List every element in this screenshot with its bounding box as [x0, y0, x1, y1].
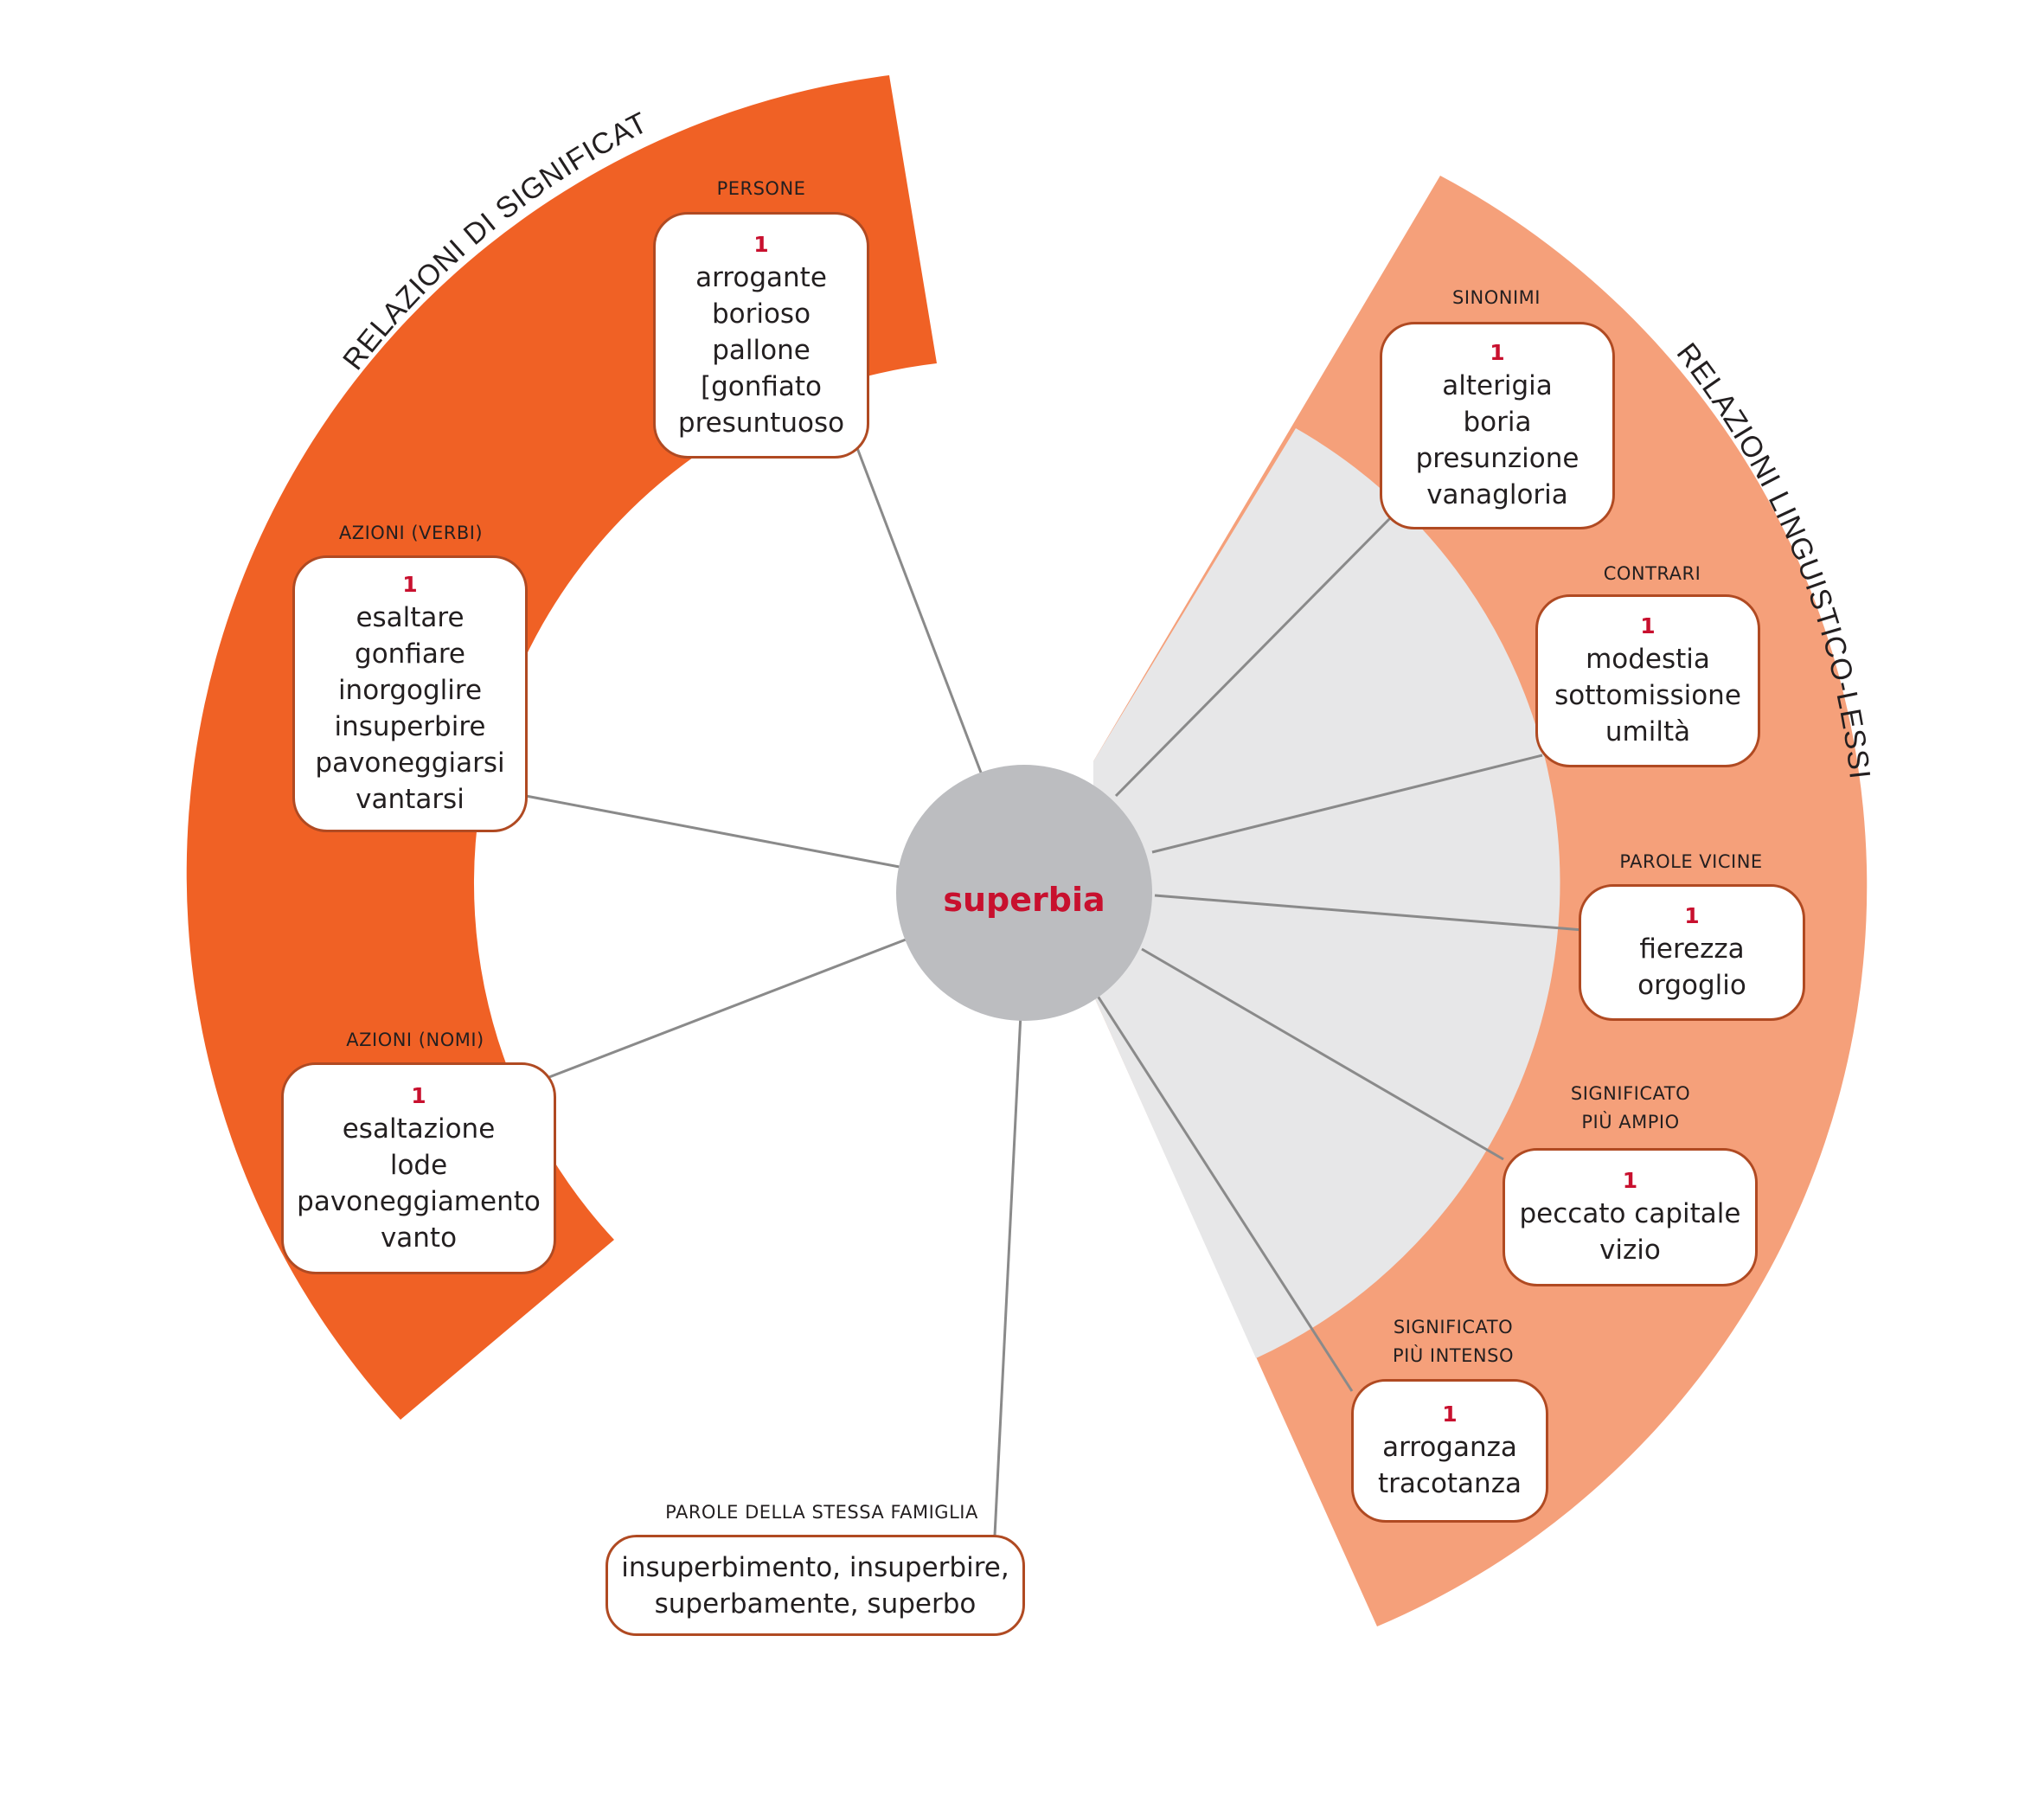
center-hub — [896, 765, 1152, 1021]
category-parole-vicine: PAROLE VICINE — [1619, 851, 1763, 872]
box-azioni-nomi-words: esaltazione lode pavoneggiamento vanto — [297, 1113, 541, 1254]
connector-persone — [853, 440, 983, 773]
box-azioni-verbi-number: 1 — [402, 572, 418, 597]
box-azioni-nomi: 1 esaltazione lode pavoneggiamento vanto — [281, 1062, 556, 1274]
connector-famiglia — [993, 1013, 1022, 1536]
box-sinonimi-number: 1 — [1490, 340, 1505, 365]
connector-nomi — [548, 935, 913, 1079]
center-word: superbia — [943, 881, 1105, 919]
box-significato-intenso: 1 arroganza tracotanza — [1351, 1379, 1548, 1523]
connector-contrari — [1151, 754, 1543, 854]
category-azioni-verbi: AZIONI (VERBI) — [338, 523, 484, 543]
box-persone-number: 1 — [753, 231, 769, 257]
category-persone: PERSONE — [716, 178, 806, 199]
box-sinonimi: 1 alterigia boria presunzione vanagloria — [1380, 322, 1615, 529]
connector-verbi — [525, 794, 905, 869]
box-azioni-verbi: 1 esaltare gonfiare inorgoglire insuperb… — [292, 555, 528, 832]
box-significato-intenso-words: arroganza tracotanza — [1378, 1432, 1522, 1499]
box-parole-vicine-number: 1 — [1684, 903, 1700, 928]
box-significato-ampio-words: peccato capitale vizio — [1519, 1198, 1741, 1266]
box-azioni-verbi-words: esaltare gonfiare inorgoglire insuperbir… — [315, 602, 505, 815]
category-famiglia: PAROLE DELLA STESSA FAMIGLIA — [665, 1502, 978, 1523]
box-significato-ampio: 1 peccato capitale vizio — [1503, 1148, 1758, 1286]
category-significato-ampio: SIGNIFICATO PIÙ AMPIO — [1570, 1083, 1691, 1132]
box-azioni-nomi-number: 1 — [411, 1082, 426, 1108]
category-azioni-nomi: AZIONI (NOMI) — [346, 1030, 484, 1050]
connector-intenso — [1092, 990, 1354, 1392]
category-sinonimi: SINONIMI — [1452, 287, 1541, 308]
category-significato-intenso: SIGNIFICATO PIÙ INTENSO — [1393, 1317, 1514, 1366]
box-famiglia-words: insuperbimento, insuperbire, superbament… — [621, 1551, 1009, 1620]
connector-lines — [525, 440, 1584, 1536]
box-contrari-words: modestia sottomissione umiltà — [1554, 644, 1741, 747]
box-significato-ampio-number: 1 — [1622, 1168, 1638, 1193]
box-persone: 1 arrogante borioso pallone [gonfiato pr… — [653, 212, 869, 459]
box-famiglia: insuperbimento, insuperbire, superbament… — [606, 1535, 1025, 1636]
connector-vicine — [1154, 894, 1584, 932]
box-significato-intenso-number: 1 — [1442, 1402, 1458, 1427]
box-parole-vicine: 1 fierezza orgoglio — [1579, 884, 1805, 1021]
connector-ampio — [1141, 947, 1504, 1161]
box-contrari: 1 modestia sottomissione umiltà — [1535, 594, 1760, 767]
box-contrari-number: 1 — [1640, 613, 1656, 638]
box-parole-vicine-words: fierezza orgoglio — [1637, 933, 1746, 1001]
box-sinonimi-words: alterigia boria presunzione vanagloria — [1415, 370, 1579, 510]
connector-sinonimi — [1114, 516, 1393, 798]
box-persone-words: arrogante borioso pallone [gonfiato pres… — [677, 261, 845, 439]
category-contrari: CONTRARI — [1603, 563, 1701, 584]
